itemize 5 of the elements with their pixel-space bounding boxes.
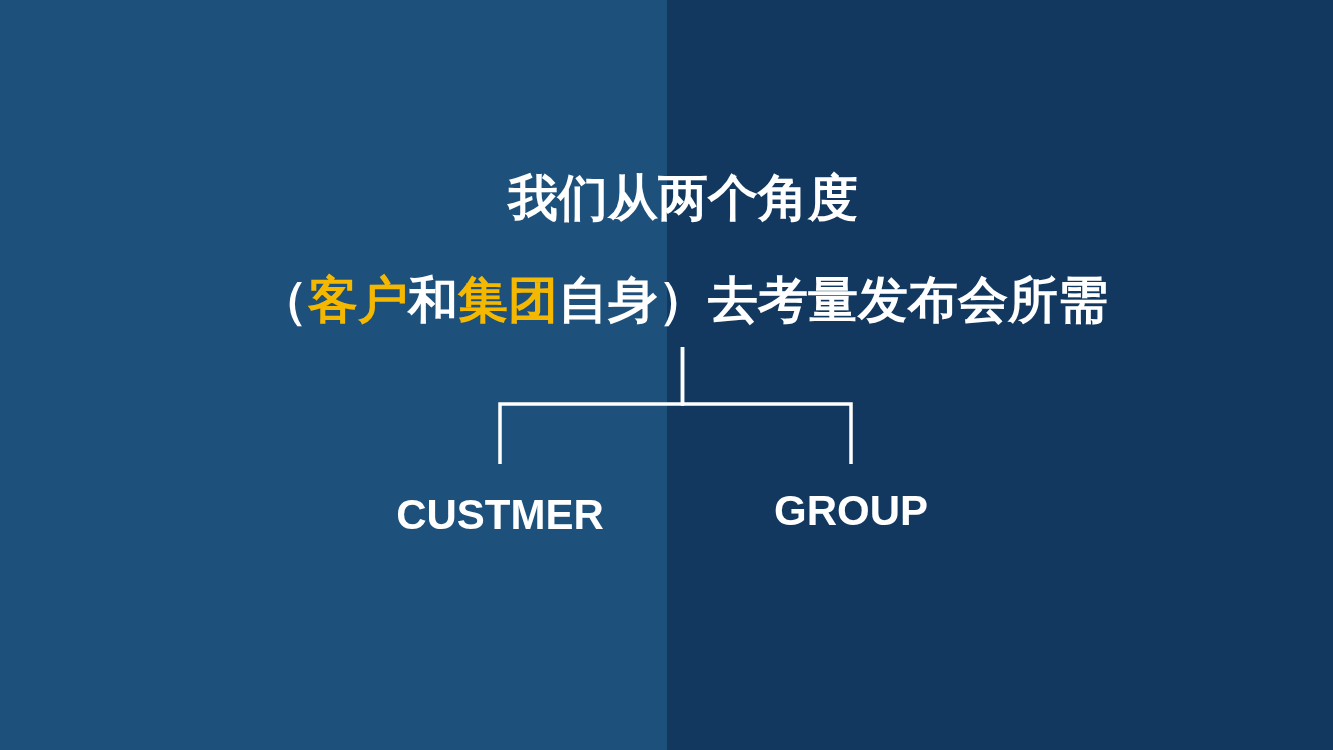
branch-label: GROUP	[774, 486, 928, 536]
heading-text: （客户和集团自身）去考量发布会所需	[256, 271, 1109, 330]
connector-line	[680, 347, 853, 464]
heading-text: 我们从两个角度	[506, 169, 859, 228]
branch-label: CUSTMER	[396, 490, 604, 540]
